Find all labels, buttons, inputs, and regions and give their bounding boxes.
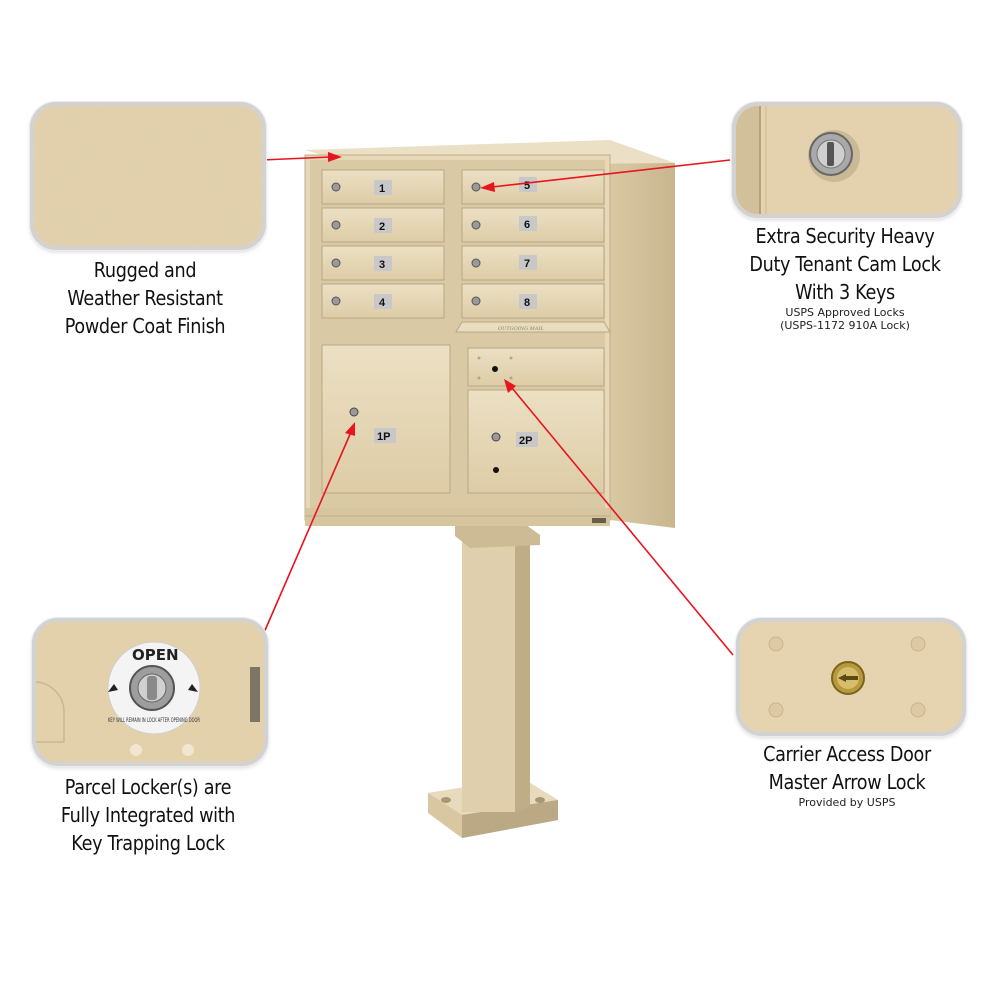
parcel-lock-closeup: OPEN KEY WILL REMAIN IN LOCK AFTER OPENI…: [36, 622, 264, 762]
pedestal-post: [455, 522, 540, 812]
outgoing-slot-label: OUTGOING MAIL: [498, 326, 544, 332]
lock-badge-key-note: KEY WILL REMAIN IN LOCK AFTER OPENING DO…: [108, 717, 200, 724]
door-number-6: 6: [524, 219, 530, 231]
door-number-2: 2: [379, 221, 385, 233]
lock-badge-open: OPEN: [132, 646, 179, 664]
parcel-locker-1p: 1P: [321, 344, 451, 494]
tenant-doors-left: [321, 169, 445, 319]
caption-line: Weather Resistant: [67, 286, 223, 310]
powder-coat-texture: [34, 106, 262, 246]
parcel-locker-2p: 2P: [467, 389, 605, 494]
caption-cam-lock: Extra Security Heavy Duty Tenant Cam Loc…: [720, 222, 970, 332]
door-number-7: 7: [524, 258, 530, 270]
door-number-8: 8: [524, 297, 530, 309]
caption-line: Key Trapping Lock: [71, 831, 225, 855]
thumb-parcel-lock: OPEN KEY WILL REMAIN IN LOCK AFTER OPENI…: [32, 618, 268, 766]
parcel-label-1p: 1P: [377, 431, 390, 443]
caption-line: Rugged and: [93, 258, 197, 282]
carrier-access-door: [467, 347, 605, 387]
cam-lock-closeup: [736, 106, 958, 214]
caption-line: Carrier Access Door: [763, 742, 931, 766]
caption-line: Parcel Locker(s) are: [64, 775, 232, 799]
caption-line: Powder Coat Finish: [64, 314, 226, 338]
callout-arrows: [261, 152, 734, 656]
caption-subline: USPS Approved Locks: [785, 306, 905, 319]
caption-subline: Provided by USPS: [798, 796, 896, 809]
caption-line: With 3 Keys: [795, 280, 895, 304]
thumb-cam-lock: [732, 102, 962, 218]
caption-line: Fully Integrated with: [60, 803, 236, 827]
caption-subline: (USPS-1172 910A Lock): [780, 319, 910, 332]
caption-parcel-locker: Parcel Locker(s) are Fully Integrated wi…: [28, 773, 268, 857]
tenant-doors-right: [461, 169, 605, 319]
caption-line: Extra Security Heavy: [755, 224, 935, 248]
caption-carrier-door: Carrier Access Door Master Arrow Lock Pr…: [722, 740, 972, 809]
arrow-lock-closeup: [740, 622, 962, 732]
parcel-label-2p: 2P: [519, 435, 532, 447]
door-number-1: 1: [379, 183, 385, 195]
caption-line: Master Arrow Lock: [768, 770, 926, 794]
caption-powder-coat: Rugged and Weather Resistant Powder Coat…: [30, 256, 260, 340]
thumb-powder-coat: [30, 102, 266, 250]
door-number-4: 4: [379, 297, 386, 309]
thumb-arrow-lock: [736, 618, 966, 736]
door-number-3: 3: [379, 259, 385, 271]
caption-line: Duty Tenant Cam Lock: [749, 252, 941, 276]
door-number-5: 5: [524, 180, 530, 192]
outgoing-mail-slot: OUTGOING MAIL: [455, 321, 611, 333]
